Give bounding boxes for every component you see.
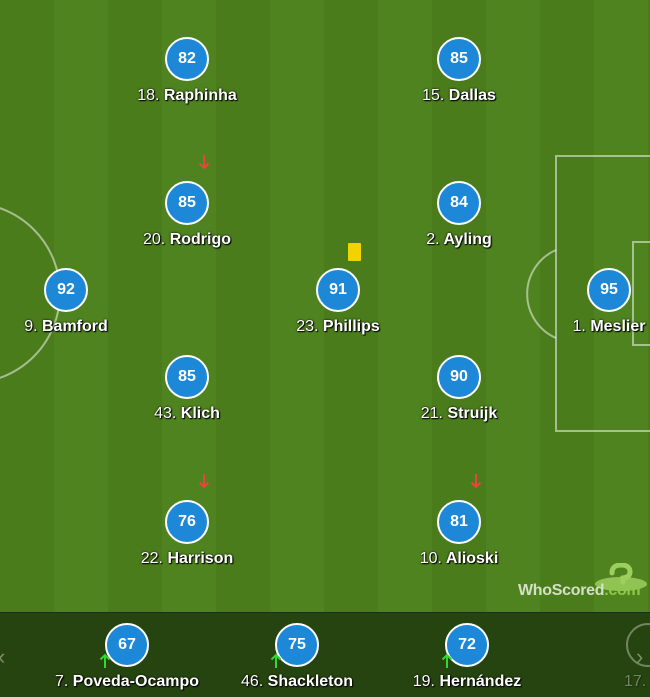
sub-on-arrow-icon [99, 653, 111, 668]
rating-badge: 81 [437, 500, 481, 544]
player-name: Rodrigo [169, 231, 232, 248]
player-name: Phillips [322, 318, 380, 335]
player-name: Struijk [447, 405, 498, 422]
player-name: Harrison [167, 550, 234, 567]
player-alioski[interactable]: 81 10. Alioski [389, 474, 529, 568]
logo-domain: .com [604, 582, 641, 599]
player-name: Dallas [448, 87, 496, 104]
player-meslier[interactable]: 95 1. Meslier [539, 268, 650, 336]
player-name: Poveda-Ocampo [72, 673, 200, 690]
rating-badge: 67 [105, 623, 149, 667]
player-name: Meslier [590, 318, 646, 335]
prev-arrow-icon[interactable]: ‹ [0, 646, 5, 668]
shirt-number: 17. [623, 673, 647, 690]
shirt-number: 1. [572, 318, 586, 335]
logo-mark-icon [595, 563, 647, 591]
player-name: Klich [180, 405, 220, 422]
player-raphinha[interactable]: 82 18. Raphinha [117, 37, 257, 105]
pitch: 82 18. Raphinha 85 15. Dallas 85 20. Rod… [0, 0, 650, 612]
shirt-number: 21. [420, 405, 443, 422]
rating-badge: 76 [165, 500, 209, 544]
shirt-number: 9. [24, 318, 38, 335]
shirt-number: 43. [154, 405, 177, 422]
shirt-number: 2. [426, 231, 440, 248]
sub-off-arrow-icon [198, 155, 210, 170]
rating-badge: 84 [437, 181, 481, 225]
rating-badge: 85 [165, 355, 209, 399]
rating-badge: 85 [165, 181, 209, 225]
player-bamford[interactable]: 92 9. Bamford [0, 268, 136, 336]
player-harrison[interactable]: 76 22. Harrison [117, 474, 257, 568]
shirt-number: 10. [419, 550, 442, 567]
yellow-card-icon [348, 243, 361, 261]
rating-badge [626, 623, 650, 667]
bench-player-hernandez[interactable]: 72 19. Hernández [382, 623, 552, 691]
sub-on-arrow-icon [270, 653, 282, 668]
player-name: Raphinha [163, 87, 237, 104]
shirt-number: 7. [54, 673, 69, 690]
sub-off-arrow-icon [198, 474, 210, 489]
shirt-number: 46. [240, 673, 264, 690]
rating-badge: 75 [275, 623, 319, 667]
logo-text: WhoScored [518, 582, 605, 599]
rating-badge: 72 [445, 623, 489, 667]
rating-badge: 85 [437, 37, 481, 81]
sub-on-arrow-icon [441, 653, 453, 668]
player-dallas[interactable]: 85 15. Dallas [389, 37, 529, 105]
player-phillips[interactable]: 91 23. Phillips [268, 268, 408, 336]
shirt-number: 15. [422, 87, 445, 104]
bench-player-shackleton[interactable]: 75 46. Shackleton [212, 623, 382, 691]
shirt-number: 18. [137, 87, 160, 104]
player-name: Hernández [439, 673, 522, 690]
shirt-number: 20. [142, 231, 166, 248]
shirt-number: 22. [140, 550, 163, 567]
player-name: Shackleton [267, 673, 354, 690]
rating-badge: 95 [587, 268, 631, 312]
rating-badge: 91 [316, 268, 360, 312]
whoscored-logo: WhoScored.com [518, 563, 650, 603]
rating-badge: 90 [437, 355, 481, 399]
player-klich[interactable]: 85 43. Klich [117, 355, 257, 423]
bench-player-partial[interactable]: 17. Co [563, 623, 650, 691]
player-struijk[interactable]: 90 21. Struijk [389, 355, 529, 423]
player-rodrigo[interactable]: 85 20. Rodrigo [117, 155, 257, 249]
player-name: Ayling [443, 231, 492, 248]
player-name: Bamford [42, 318, 108, 335]
rating-badge: 92 [44, 268, 88, 312]
rating-badge: 82 [165, 37, 209, 81]
bench-panel: ‹ › 67 7. Poveda-Ocampo 75 46. Shackleto… [0, 612, 650, 697]
bench-player-poveda-ocampo[interactable]: 67 7. Poveda-Ocampo [42, 623, 212, 691]
sub-off-arrow-icon [470, 474, 482, 489]
player-name: Alioski [445, 550, 499, 567]
player-ayling[interactable]: 84 2. Ayling [389, 181, 529, 249]
shirt-number: 19. [412, 673, 435, 690]
shirt-number: 23. [296, 318, 319, 335]
